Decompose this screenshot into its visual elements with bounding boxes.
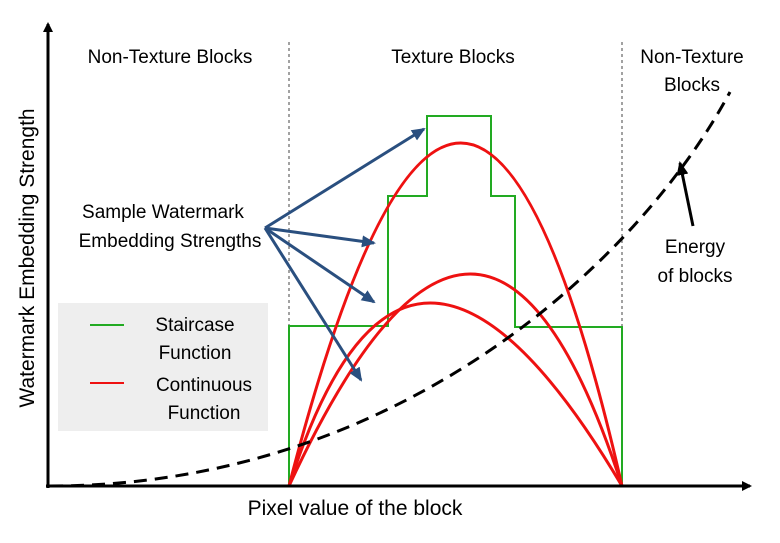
sample-arrow-3 (264, 226, 376, 304)
region-label-right-2: Blocks (664, 75, 720, 96)
continuous-curve-tall (287, 141, 624, 487)
energy-label-1: Energy (665, 237, 726, 258)
x-axis-title: Pixel value of the block (248, 497, 463, 520)
staircase-function (288, 115, 623, 486)
energy-label-2: of blocks (658, 266, 733, 287)
region-label-middle: Texture Blocks (391, 47, 515, 68)
legend-label-continuous-1: Continuous (156, 375, 252, 396)
energy-curve (49, 91, 732, 488)
region-label-right-1: Non-Texture (640, 47, 744, 68)
sample-arrow-1 (264, 127, 426, 230)
sample-arrow-2 (264, 226, 376, 248)
sample-label-1: Sample Watermark (82, 202, 244, 223)
continuous-curve-low (287, 301, 624, 487)
legend-label-continuous-2: Function (168, 403, 241, 424)
sample-label-2: Embedding Strengths (79, 231, 262, 252)
y-axis-title: Watermark Embedding Strength (16, 108, 39, 407)
legend-label-staircase-2: Function (159, 343, 232, 364)
legend-label-staircase-1: Staircase (155, 315, 234, 336)
energy-arrow (676, 161, 695, 227)
sample-arrow-4 (263, 227, 363, 382)
continuous-curve-medium (287, 272, 624, 487)
region-label-left: Non-Texture Blocks (88, 47, 253, 68)
